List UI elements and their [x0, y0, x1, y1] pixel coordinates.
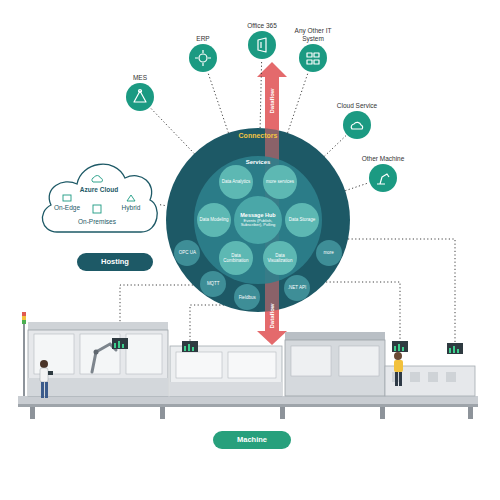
cloud-text-holder: On-Premises: [78, 218, 116, 225]
cloud-text-holder: On-Edge: [54, 204, 80, 211]
system-label: MES: [133, 74, 147, 81]
connector-circle: more: [316, 240, 342, 266]
node-text: Connectors: [239, 132, 278, 140]
packaging-cell: [285, 332, 475, 396]
circle-shape: [200, 271, 226, 297]
system-icon-circle: [248, 31, 276, 59]
service-circle: Data Visualization: [263, 241, 297, 275]
pill-label: Machine: [237, 436, 267, 445]
cloud-text-holder: Azure Cloud: [80, 186, 118, 193]
dotted-connector: [260, 60, 262, 128]
system-icon-circle: [189, 44, 217, 72]
wire: [120, 239, 455, 343]
system-label: Cloud Service: [337, 102, 377, 109]
circle-shape: [194, 156, 322, 284]
system-icon-circle: [369, 164, 397, 192]
message-hub: Message HubEvents (Publish, Subscriber),…: [234, 196, 282, 244]
node-text: Fieldbus: [239, 295, 256, 300]
hosting-option: Azure Cloud: [80, 186, 118, 193]
connector-circle: OPC UA: [174, 240, 200, 266]
circle-shape: [166, 128, 350, 312]
hmi-screen: [112, 338, 463, 354]
connector-circle: Fieldbus: [234, 284, 260, 310]
transfer-section: [170, 346, 282, 396]
dataflow-label: Dataflow: [269, 88, 276, 113]
connector-circle: .NET API: [284, 275, 310, 301]
node-text: Data Combination: [221, 253, 251, 263]
circle-shape: [316, 240, 342, 266]
cloud-outline: [35, 150, 160, 240]
system-icon: ERP: [189, 35, 217, 72]
system-icon: Cloud Service: [337, 102, 377, 139]
circle-shape: [263, 241, 297, 275]
dotted-connector: [345, 183, 369, 191]
dotted-connector: [150, 108, 194, 154]
circle-shape: [174, 240, 200, 266]
dotted-connector: [324, 135, 346, 156]
system-icon-circle: [126, 83, 154, 111]
node-text: .NET API: [288, 285, 306, 290]
hosting-cloud: Azure CloudOn-Edge HybridOn-Premises: [35, 150, 160, 240]
service-circle: more services: [263, 165, 297, 199]
hosting-option: On-Premises: [78, 218, 116, 225]
hosting-option: Hybrid: [122, 204, 141, 211]
circle-shape: [219, 165, 253, 199]
pill-label: Hosting: [101, 258, 129, 267]
system-icon-circle: [343, 111, 371, 139]
cloud-text-holder: Hybrid: [122, 204, 141, 211]
node-text: Data Visualization: [265, 253, 295, 263]
node-text: MQTT: [207, 281, 220, 286]
system-icon: Other Machine: [362, 155, 405, 192]
node-text: Data Analytics: [222, 179, 251, 184]
connector-circle: MQTT: [200, 271, 226, 297]
node-text: Data Modeling: [199, 217, 228, 222]
node-text: Services: [246, 159, 271, 166]
node-text: Data Storage: [289, 217, 316, 222]
circle-shape: [234, 196, 282, 244]
node-text: OPC UA: [179, 250, 196, 255]
system-icon: Office 365: [247, 22, 277, 59]
dotted-connector: [160, 205, 167, 206]
circle-shape: [285, 203, 319, 237]
services-circle: ServicesMessage HubEvents (Publish, Subs…: [194, 156, 322, 284]
node-text: more: [324, 250, 334, 255]
system-label: Other Machine: [362, 155, 405, 162]
dotted-connector: [208, 72, 229, 133]
hosting-option: On-Edge: [54, 204, 80, 211]
circle-shape: [284, 275, 310, 301]
operator-figure: [40, 352, 403, 398]
label-holder: Dataflow: [269, 88, 276, 113]
node-text: more services: [266, 179, 294, 184]
label-holder: Dataflow: [269, 303, 276, 328]
dotted-connector: [288, 72, 309, 133]
system-icon-circle: [299, 44, 327, 72]
system-icon: MES: [126, 74, 154, 111]
service-circle: Data Combination: [219, 241, 253, 275]
system-label: ERP: [196, 35, 209, 42]
system-label: Office 365: [247, 22, 277, 29]
system-icon: Any Other IT System: [288, 27, 338, 72]
connector-ring: ConnectorsServicesMessage HubEvents (Pub…: [166, 128, 350, 312]
dataflow-label: Dataflow: [269, 303, 276, 328]
service-circle: Data Analytics: [219, 165, 253, 199]
hosting-pill: Hosting: [77, 253, 153, 272]
circle-shape: [219, 241, 253, 275]
conveyor: [18, 396, 478, 419]
circle-shape: [234, 284, 260, 310]
machine-pill: Machine: [213, 431, 291, 450]
service-circle: Data Storage: [285, 203, 319, 237]
service-circle: Data Modeling: [197, 203, 231, 237]
system-label: Any Other IT System: [288, 27, 338, 42]
circle-shape: [263, 165, 297, 199]
circle-shape: [197, 203, 231, 237]
node-text: Events (Publish, Subscriber), Polling: [239, 219, 277, 228]
